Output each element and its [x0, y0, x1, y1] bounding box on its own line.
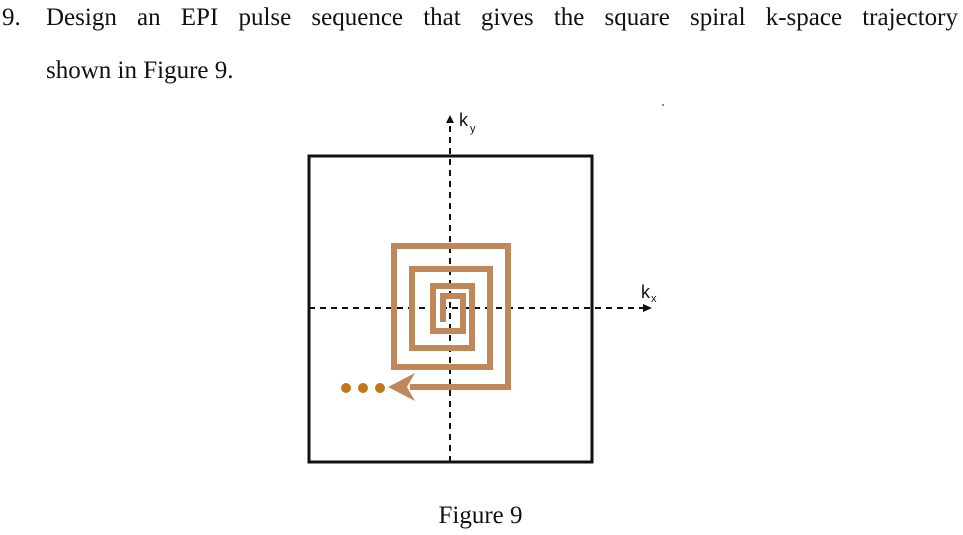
kx-axis-arrow [643, 304, 652, 312]
trajectory-arrowhead [388, 373, 415, 401]
figure-caption-text: Figure 9 [438, 502, 523, 529]
question-number: 9. [2, 4, 21, 31]
continuation-dot [341, 383, 351, 393]
kx-subscript: x [651, 293, 657, 305]
ky-axis-arrow [446, 115, 454, 123]
continuation-dot [358, 383, 368, 393]
continuation-dot [375, 383, 385, 393]
ky-label: k [459, 110, 469, 130]
kx-label: k [641, 282, 651, 302]
question-line-1: 9. Design an EPI pulse sequence that giv… [2, 1, 958, 35]
question-text-line-2: shown in Figure 9. [46, 57, 234, 84]
ky-subscript: y [470, 123, 476, 135]
square-spiral-trajectory [391, 243, 511, 390]
figure-caption: Figure 9 [0, 500, 963, 532]
question-text-line-1: Design an EPI pulse sequence that gives … [46, 4, 958, 31]
